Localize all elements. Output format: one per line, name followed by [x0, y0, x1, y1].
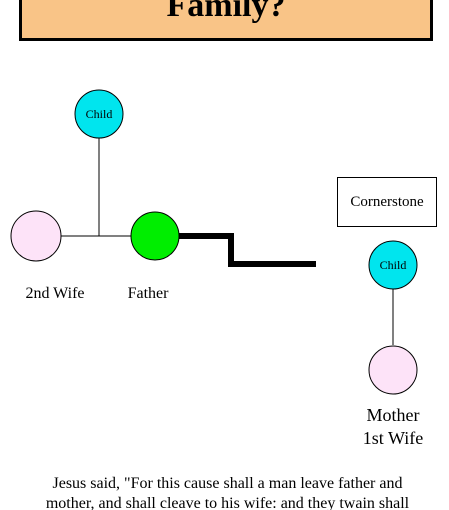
- scripture-quote: Jesus said, "For this cause shall a man …: [10, 474, 445, 510]
- second-wife-node: [10, 210, 62, 262]
- top-child-node: [74, 89, 124, 139]
- quote-line-2: mother, and shall cleave to his wife: an…: [45, 495, 410, 510]
- mother-node: [368, 345, 418, 395]
- top-child-label: Child: [86, 107, 113, 121]
- right-child-node: [368, 240, 418, 290]
- first-wife-label: 1st Wife: [363, 428, 423, 448]
- father-label: Father: [128, 285, 170, 302]
- second-wife-label: 2nd Wife: [25, 285, 84, 302]
- title-banner: Family?: [19, 0, 433, 41]
- father-node: [130, 211, 180, 261]
- cornerstone-label: Cornerstone: [350, 193, 424, 210]
- broken-marriage-line: [178, 233, 316, 267]
- cornerstone-box: Cornerstone: [337, 177, 437, 227]
- mother-label: Mother: [367, 405, 420, 425]
- right-child-label: Child: [380, 258, 407, 272]
- page-title: Family?: [166, 0, 286, 24]
- quote-line-1: Jesus said, "For this cause shall a man …: [52, 475, 403, 492]
